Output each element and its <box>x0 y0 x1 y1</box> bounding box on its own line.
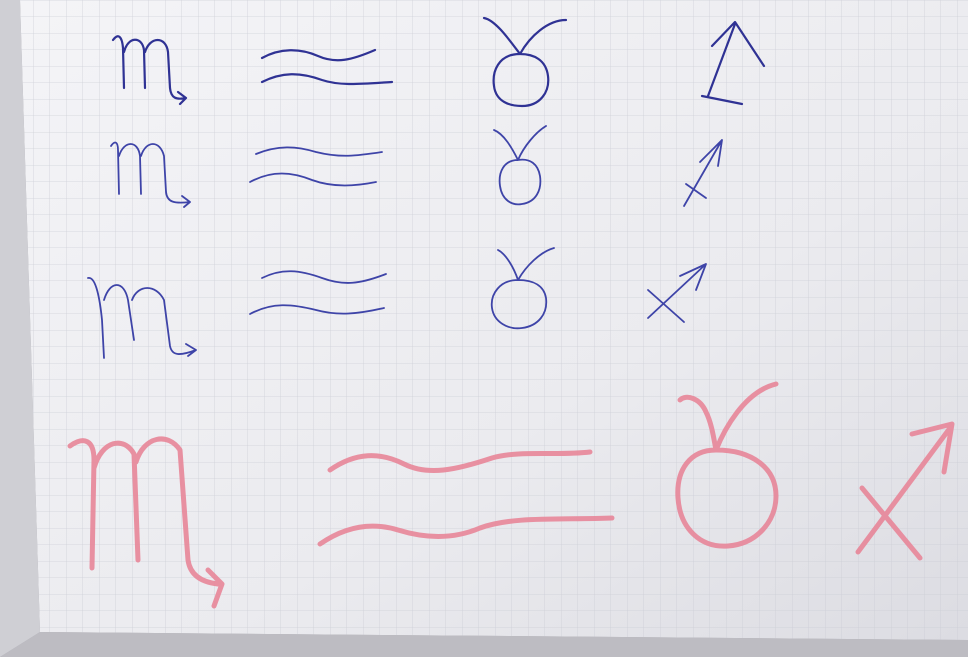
marker-row <box>67 381 955 609</box>
aquarius-glyph <box>249 146 383 187</box>
pen-row-1 <box>111 16 766 108</box>
scorpio-glyph <box>87 277 197 359</box>
scorpio-glyph <box>67 436 225 609</box>
aquarius-glyph <box>260 48 394 86</box>
taurus-glyph <box>675 381 779 549</box>
taurus-glyph <box>493 125 547 206</box>
sagittarius-glyph <box>647 263 707 323</box>
scorpio-glyph <box>110 141 191 208</box>
sagittarius-glyph <box>855 421 955 561</box>
scorpio-glyph <box>111 35 188 106</box>
pen-row-2 <box>110 125 723 208</box>
aquarius-glyph <box>249 270 387 315</box>
pen-row-3 <box>87 247 707 359</box>
sagittarius-glyph <box>683 139 723 207</box>
sagittarius-glyph <box>700 20 766 106</box>
taurus-glyph <box>490 247 555 330</box>
aquarius-glyph <box>317 449 615 547</box>
taurus-glyph <box>482 16 568 108</box>
